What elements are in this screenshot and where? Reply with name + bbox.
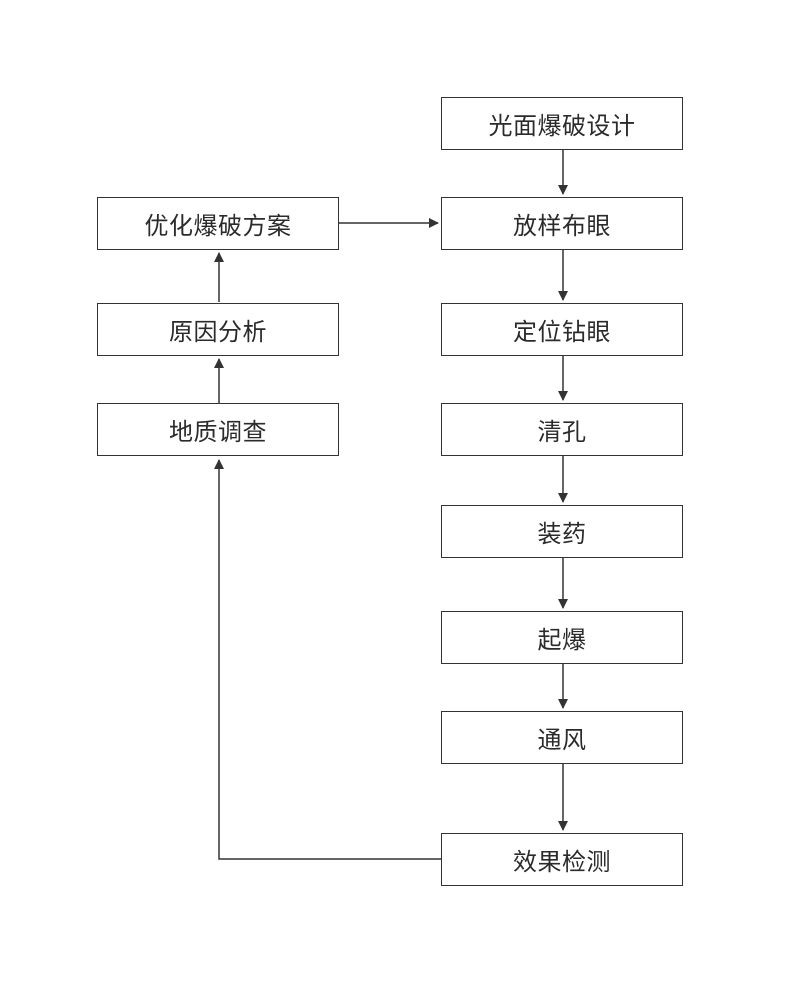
step-layout-label: 放样布眼 [513,212,611,240]
step-blast-label: 起爆 [537,626,587,654]
step-drill-box: 定位钻眼 [441,303,683,356]
arrow-inspect-to-survey [214,459,441,860]
step-ventilate-box: 通风 [441,711,683,764]
step-design-label: 光面爆破设计 [488,112,636,140]
step-survey-label: 地质调查 [169,418,267,446]
step-inspect-label: 效果检测 [513,848,611,876]
step-charge-box: 装药 [441,505,683,558]
step-analysis-box: 原因分析 [97,303,339,356]
step-optimize-box: 优化爆破方案 [97,197,339,250]
step-analysis-label: 原因分析 [169,318,267,346]
step-layout-box: 放样布眼 [441,197,683,250]
step-clean-label: 清孔 [537,418,587,446]
step-ventilate-label: 通风 [537,726,587,754]
step-inspect-box: 效果检测 [441,833,683,886]
step-charge-label: 装药 [537,520,587,548]
step-clean-box: 清孔 [441,403,683,456]
step-drill-label: 定位钻眼 [513,318,611,346]
step-design-box: 光面爆破设计 [441,97,683,150]
step-survey-box: 地质调查 [97,403,339,456]
step-optimize-label: 优化爆破方案 [144,212,292,240]
step-blast-box: 起爆 [441,611,683,664]
